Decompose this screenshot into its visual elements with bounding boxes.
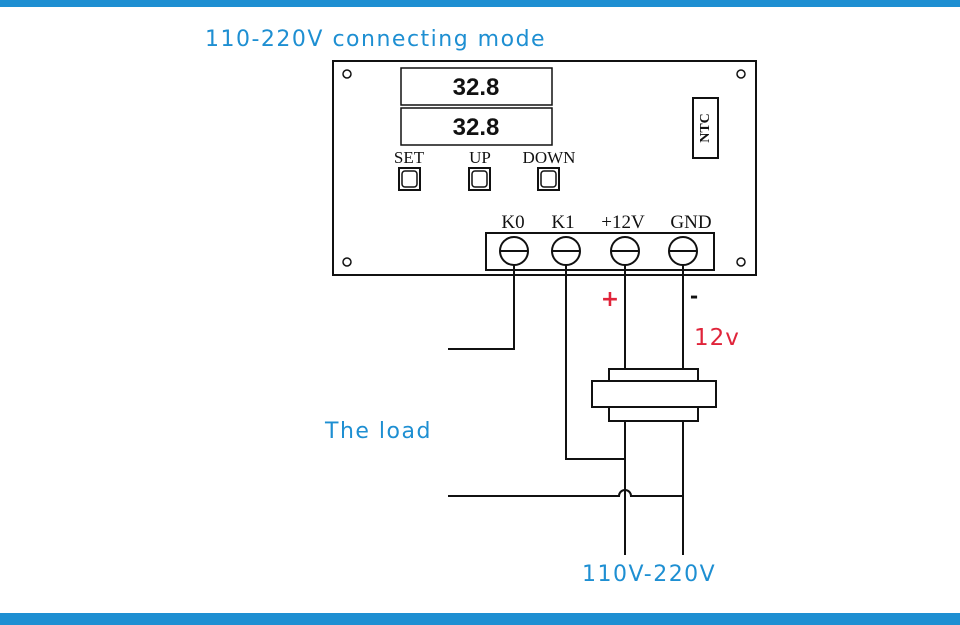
- display-bottom-value: 32.8: [453, 114, 500, 141]
- down-button[interactable]: [537, 167, 560, 191]
- terminal-screw-12v: [610, 236, 640, 266]
- display-bottom: [400, 107, 553, 146]
- diagram-title: 110-220V connecting mode: [205, 27, 546, 52]
- button-label-down: DOWN: [523, 148, 576, 167]
- terminal-label-gnd: GND: [670, 212, 711, 233]
- wire-k0-to-load: [448, 265, 515, 350]
- terminal-screw-k1: [551, 236, 581, 266]
- supply-voltage-label: 12v: [694, 325, 740, 351]
- load-label: The load: [324, 419, 432, 444]
- mount-hole-bottom-left: [342, 257, 352, 267]
- top-accent-bar: [0, 0, 960, 7]
- wires: [448, 265, 684, 555]
- mount-hole-top-right: [736, 69, 746, 79]
- terminal-label-k1: K1: [551, 212, 574, 233]
- terminal-screw-k0: [499, 236, 529, 266]
- ntc-connector: [692, 97, 719, 159]
- display-top-value: 32.8: [453, 74, 500, 101]
- set-button[interactable]: [398, 167, 421, 191]
- mains-voltage-label: 110V-220V: [582, 562, 716, 587]
- power-supply-module: [591, 368, 717, 422]
- wire-k1-to-mains: [565, 265, 625, 460]
- mount-hole-bottom-right: [736, 257, 746, 267]
- display-top: [400, 67, 553, 106]
- button-label-set: SET: [394, 148, 425, 167]
- positive-sign: +: [601, 287, 619, 312]
- bottom-accent-bar: [0, 613, 960, 625]
- negative-sign: -: [690, 284, 698, 308]
- terminal-label-12v: +12V: [601, 212, 645, 233]
- mount-hole-top-left: [342, 69, 352, 79]
- wire-load-to-mains: [448, 489, 683, 497]
- terminal-screw-gnd: [668, 236, 698, 266]
- up-button[interactable]: [468, 167, 491, 191]
- ntc-label: NTC: [698, 113, 713, 143]
- button-label-up: UP: [469, 148, 491, 167]
- terminal-label-k0: K0: [501, 212, 524, 233]
